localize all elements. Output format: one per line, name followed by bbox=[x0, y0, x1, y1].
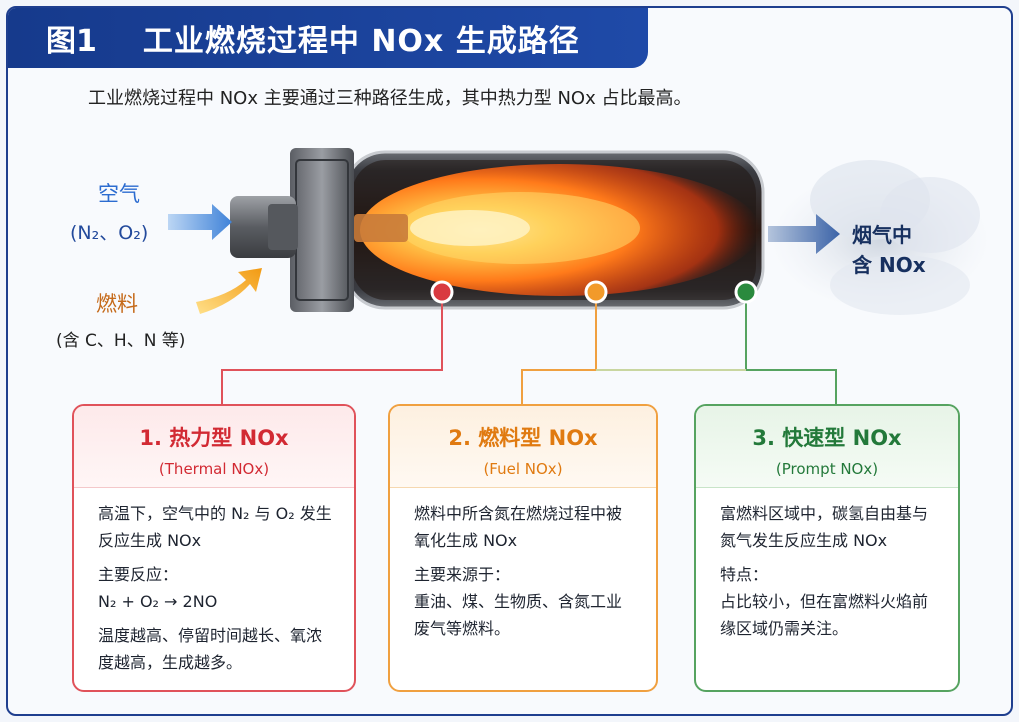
card-source-heading: 主要来源于： bbox=[414, 565, 511, 584]
card-body: 燃料中所含氮在燃烧过程中被氧化生成 NOx 主要来源于： 重油、煤、生物质、含氮… bbox=[390, 488, 656, 642]
card-header: 3. 快速型 NOx (Prompt NOx) bbox=[696, 406, 958, 488]
card-subtitle: (Prompt NOx) bbox=[775, 460, 879, 478]
card-body: 富燃料区域中，碳氢自由基与氮气发生反应生成 NOx 特点： 占比较小，但在富燃料… bbox=[696, 488, 958, 642]
title-bar: 图1 工业燃烧过程中 NOx 生成路径 bbox=[8, 8, 648, 68]
smoke-cloud bbox=[770, 160, 990, 315]
card-note: 温度越高、停留时间越长、氧浓度越高，生成越多。 bbox=[98, 626, 323, 672]
card-sources: 重油、煤、生物质、含氮工业废气等燃料。 bbox=[414, 592, 623, 638]
air-arrow-icon bbox=[168, 204, 232, 240]
fuel-formula: (含 C、H、N 等) bbox=[56, 331, 186, 351]
air-label: 空气 bbox=[98, 182, 140, 206]
card-title: 2. 燃料型 NOx bbox=[448, 426, 598, 450]
flame bbox=[360, 164, 760, 296]
thermal-marker bbox=[430, 280, 454, 304]
card-subtitle: (Fuel NOx) bbox=[483, 460, 563, 478]
fuel-marker bbox=[584, 280, 608, 304]
card-title: 1. 热力型 NOx bbox=[139, 426, 289, 450]
card-description: 燃料中所含氮在燃烧过程中被氧化生成 NOx bbox=[414, 504, 623, 550]
card-header: 2. 燃料型 NOx (Fuel NOx) bbox=[390, 406, 656, 488]
prompt-marker bbox=[734, 280, 758, 304]
card-description: 高温下，空气中的 N₂ 与 O₂ 发生反应生成 NOx bbox=[98, 504, 332, 550]
card-header: 1. 热力型 NOx (Thermal NOx) bbox=[74, 406, 354, 488]
fuel-nox-card: 2. 燃料型 NOx (Fuel NOx) 燃料中所含氮在燃烧过程中被氧化生成 … bbox=[388, 404, 658, 692]
card-feature: 占比较小，但在富燃料火焰前缘区域仍需关注。 bbox=[720, 592, 929, 638]
card-description: 富燃料区域中，碳氢自由基与氮气发生反应生成 NOx bbox=[720, 504, 929, 550]
card-reaction-heading: 主要反应： bbox=[98, 565, 179, 584]
fuel-arrow-icon bbox=[196, 268, 262, 314]
card-reaction: N₂ + O₂ → 2NO bbox=[98, 592, 218, 611]
flue-gas-arrow-icon bbox=[768, 214, 840, 254]
fuel-label: 燃料 bbox=[96, 292, 138, 316]
flue-gas-line1: 烟气中 bbox=[852, 223, 912, 247]
prompt-connector bbox=[745, 296, 837, 404]
card-feature-heading: 特点： bbox=[720, 565, 769, 584]
flue-gas-line2: 含 NOx bbox=[852, 253, 926, 277]
card-body: 高温下，空气中的 N₂ 与 O₂ 发生反应生成 NOx 主要反应： N₂ + O… bbox=[74, 488, 354, 676]
figure-title: 工业燃烧过程中 NOx 生成路径 bbox=[142, 24, 580, 59]
card-title: 3. 快速型 NOx bbox=[752, 426, 902, 450]
air-formula: (N₂、O₂) bbox=[70, 222, 149, 244]
thermal-connector bbox=[221, 296, 443, 404]
burner-flange bbox=[290, 148, 354, 312]
prompt-nox-card: 3. 快速型 NOx (Prompt NOx) 富燃料区域中，碳氢自由基与氮气发… bbox=[694, 404, 960, 692]
thermal-nox-card: 1. 热力型 NOx (Thermal NOx) 高温下，空气中的 N₂ 与 O… bbox=[72, 404, 356, 692]
flue-gas-label: 烟气中 含 NOx bbox=[852, 220, 926, 280]
intro-text: 工业燃烧过程中 NOx 主要通过三种路径生成，其中热力型 NOx 占比最高。 bbox=[88, 88, 692, 109]
fuel-connector bbox=[521, 296, 597, 404]
card-subtitle: (Thermal NOx) bbox=[158, 460, 270, 478]
figure-number: 图1 bbox=[46, 24, 97, 59]
